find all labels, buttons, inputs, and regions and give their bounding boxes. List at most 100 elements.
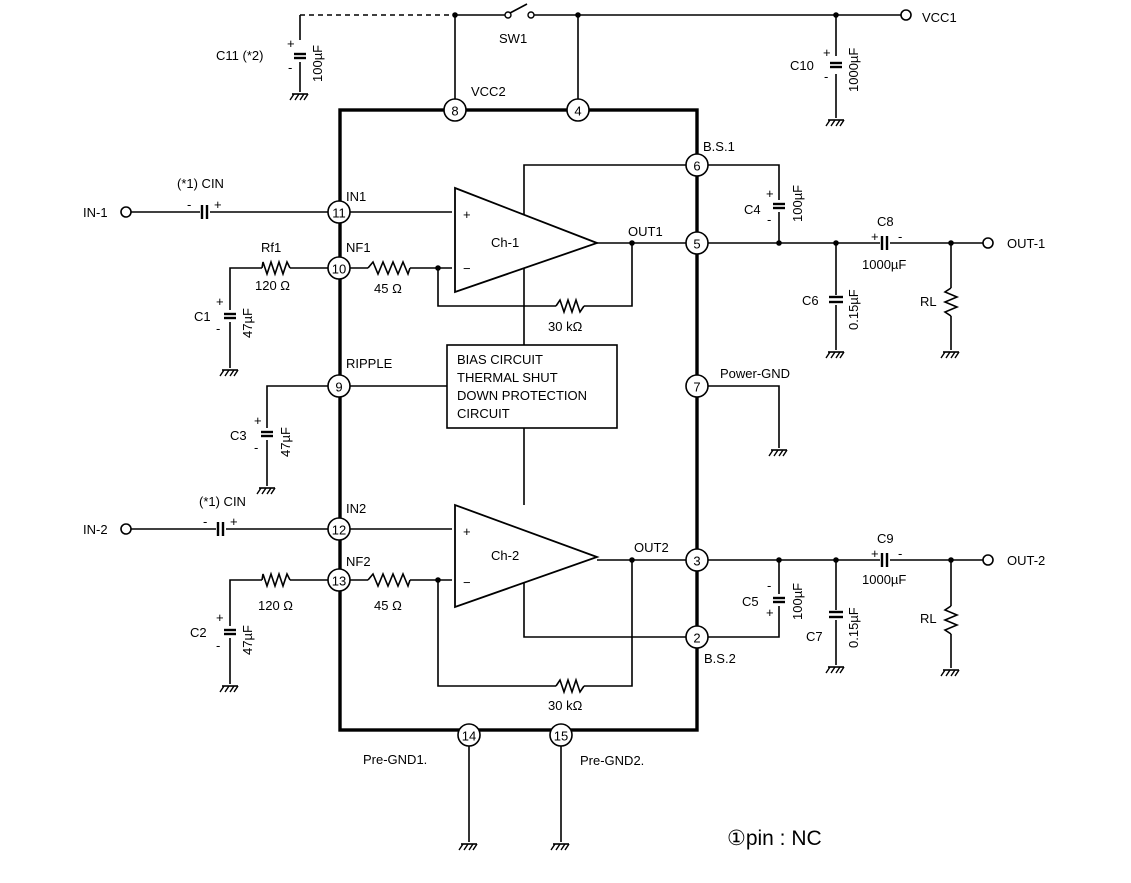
svg-text:7: 7 — [693, 380, 700, 395]
svg-text:+: + — [287, 36, 295, 51]
svg-text:11: 11 — [332, 206, 346, 221]
ch2-minus-input: − — [463, 575, 471, 590]
c9-capacitor: + - — [871, 546, 902, 567]
c6-value: 0.15µF — [846, 289, 861, 330]
c2-value: 47µF — [240, 625, 255, 655]
bias-line-4: CIRCUIT — [457, 406, 510, 421]
rf1-resistor — [261, 259, 291, 277]
svg-text:-: - — [254, 440, 258, 455]
svg-text:-: - — [203, 514, 207, 529]
pin-10: 10 — [327, 256, 351, 280]
c3-value: 47µF — [278, 427, 293, 457]
c4-capacitor: + - — [766, 186, 785, 227]
svg-text:6: 6 — [693, 159, 700, 174]
c7-value: 0.15µF — [846, 607, 861, 648]
pin-label-in2: IN2 — [346, 501, 366, 516]
r45-ch2-value: 45 Ω — [374, 598, 402, 613]
out2-terminal — [982, 554, 994, 566]
rl2-resistor — [942, 605, 960, 635]
pin-2: 2 — [685, 625, 709, 649]
svg-text:13: 13 — [332, 574, 346, 589]
pin-label-nf1: NF1 — [346, 240, 371, 255]
out2-label: OUT-2 — [1007, 553, 1045, 568]
in1-label: IN-1 — [83, 205, 108, 220]
svg-text:4: 4 — [574, 104, 581, 119]
ch1-plus-input: + — [463, 207, 471, 222]
pin-label-in1: IN1 — [346, 189, 366, 204]
svg-text:+: + — [216, 610, 224, 625]
r30k-ch1-value: 30 kΩ — [548, 319, 583, 334]
svg-text:-: - — [216, 638, 220, 653]
r120-ch1-value: 120 Ω — [255, 278, 290, 293]
c11-value: 100µF — [310, 45, 325, 82]
c6-capacitor — [829, 295, 843, 304]
svg-text:+: + — [871, 546, 879, 561]
svg-text:-: - — [824, 69, 828, 84]
svg-text:3: 3 — [693, 554, 700, 569]
pin-4: 4 — [566, 98, 590, 122]
c2-capacitor: + - — [216, 610, 236, 653]
ch2-plus-input: + — [463, 524, 471, 539]
ch1-label: Ch-1 — [491, 235, 519, 250]
c5-capacitor: - + — [766, 578, 785, 620]
bias-line-1: BIAS CIRCUIT — [457, 352, 543, 367]
pin-7: 7 — [685, 374, 709, 398]
pin-label-power-gnd: Power-GND — [720, 366, 790, 381]
c10-capacitor: + - — [823, 45, 842, 84]
svg-text:+: + — [230, 514, 238, 529]
c11-capacitor: + - — [287, 36, 306, 75]
c10-label: C10 — [790, 58, 814, 73]
in2-terminal — [120, 523, 132, 535]
pin-label-ripple: RIPPLE — [346, 356, 393, 371]
pin-14: 14 — [457, 723, 481, 747]
cin2-capacitor: - + — [203, 514, 238, 536]
c11-label: C11 (*2) — [216, 48, 263, 63]
pin-11: 11 — [327, 200, 351, 224]
svg-text:-: - — [898, 229, 902, 244]
out1-terminal — [982, 237, 994, 249]
svg-text:+: + — [254, 413, 262, 428]
svg-text:-: - — [288, 60, 292, 75]
r30k-ch2-resistor — [555, 677, 585, 695]
in2-label: IN-2 — [83, 522, 108, 537]
bias-line-2: THERMAL SHUT — [457, 370, 558, 385]
sw1-switch — [504, 3, 535, 19]
svg-text:-: - — [898, 546, 902, 561]
pin-label-bs2: B.S.2 — [704, 651, 736, 666]
svg-text:8: 8 — [451, 104, 458, 119]
nc-pin-note: ①pin : NC — [727, 827, 822, 850]
c1-label: C1 — [194, 309, 211, 324]
svg-text:2: 2 — [693, 631, 700, 646]
ch2-amplifier — [454, 503, 600, 609]
pin-3: 3 — [685, 548, 709, 572]
r45-ch1-value: 45 Ω — [374, 281, 402, 296]
bias-line-3: DOWN PROTECTION — [457, 388, 587, 403]
c8-label: C8 — [877, 214, 894, 229]
rl1-resistor — [942, 287, 960, 317]
vcc1-label: VCC1 — [922, 10, 957, 25]
c10-value: 1000µF — [846, 48, 861, 92]
c8-value: 1000µF — [862, 257, 906, 272]
c3-capacitor: + - — [254, 413, 273, 455]
r120-ch2-value: 120 Ω — [258, 598, 293, 613]
c9-value: 1000µF — [862, 572, 906, 587]
c5-label: C5 — [742, 594, 759, 609]
rl1-label: RL — [920, 294, 937, 309]
cin1-capacitor: - + — [187, 197, 222, 219]
svg-text:10: 10 — [332, 262, 346, 277]
cin2-label: (*1) CIN — [199, 494, 246, 509]
c4-value: 100µF — [790, 185, 805, 222]
svg-text:-: - — [767, 578, 771, 593]
svg-text:-: - — [216, 321, 220, 336]
cin1-label: (*1) CIN — [177, 176, 224, 191]
ch1-amplifier — [454, 186, 600, 294]
c5-value: 100µF — [790, 583, 805, 620]
svg-text:+: + — [871, 229, 879, 244]
in1-terminal — [120, 206, 132, 218]
c8-capacitor: + - — [871, 229, 902, 250]
r30k-ch2-value: 30 kΩ — [548, 698, 583, 713]
svg-text:-: - — [767, 212, 771, 227]
c3-label: C3 — [230, 428, 247, 443]
pin-15: 15 — [549, 723, 573, 747]
